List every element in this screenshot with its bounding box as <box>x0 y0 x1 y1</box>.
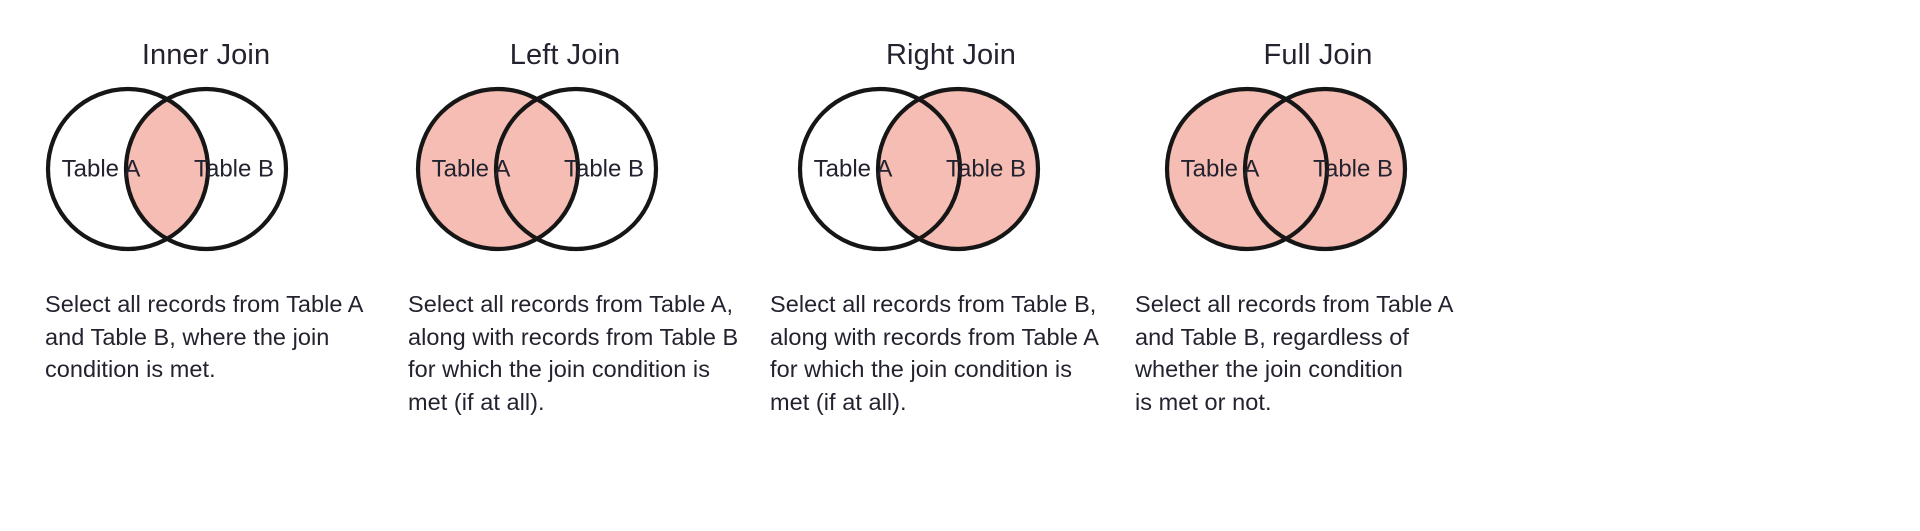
venn-label-table-a: Table A <box>432 155 511 182</box>
venn-label-table-b: Table B <box>946 155 1026 182</box>
venn-circle-b-outline <box>123 86 289 252</box>
venn-circle-a-outline <box>1164 86 1330 252</box>
venn-diagram-full: Table A Table B <box>1157 82 1547 257</box>
venn-circle-a-outline <box>797 86 963 252</box>
join-caption-inner: Select all records from Table A and Tabl… <box>45 291 364 382</box>
venn-label-table-a: Table A <box>62 155 141 182</box>
venn-circle-b-outline <box>875 86 1041 252</box>
venn-label-table-b: Table B <box>564 155 644 182</box>
join-caption-left: Select all records from Table A, along w… <box>408 291 739 415</box>
venn-label-table-b: Table B <box>194 155 274 182</box>
venn-diagram-right: Table A Table B <box>790 82 1180 257</box>
join-column-left: Left Join Table A Table B Select all rec… <box>370 0 760 531</box>
join-column-right: Right Join Table A Table B Select all re… <box>740 0 1130 531</box>
join-caption-right: Select all records from Table B, along w… <box>770 291 1099 415</box>
venn-svg-full: Table A Table B <box>1164 86 1408 252</box>
join-title-left: Left Join <box>509 39 621 71</box>
venn-label-table-a: Table A <box>1181 155 1260 182</box>
venn-circle-a-outline <box>45 86 211 252</box>
join-column-full: Full Join Table A Table B Select all rec… <box>1105 0 1495 531</box>
venn-circle-b-outline <box>1242 86 1408 252</box>
join-column-inner: Inner Join Table A Table B Select all re… <box>5 0 395 531</box>
join-title-right: Right Join <box>886 39 1016 71</box>
join-title-inner: Inner Join <box>141 39 271 71</box>
venn-label-table-b: Table B <box>1313 155 1393 182</box>
venn-svg-left: Table A Table B <box>415 86 659 252</box>
venn-svg-right: Table A Table B <box>797 86 1041 252</box>
venn-svg-inner: Table A Table B <box>45 86 289 252</box>
venn-diagram-inner: Table A Table B <box>38 82 428 257</box>
join-title-full: Full Join <box>1263 39 1373 71</box>
venn-diagram-left: Table A Table B <box>408 82 798 257</box>
venn-circle-b-outline <box>493 86 659 252</box>
join-caption-full: Select all records from Table A and Tabl… <box>1135 291 1454 415</box>
venn-label-table-a: Table A <box>814 155 893 182</box>
venn-circle-a-outline <box>415 86 581 252</box>
